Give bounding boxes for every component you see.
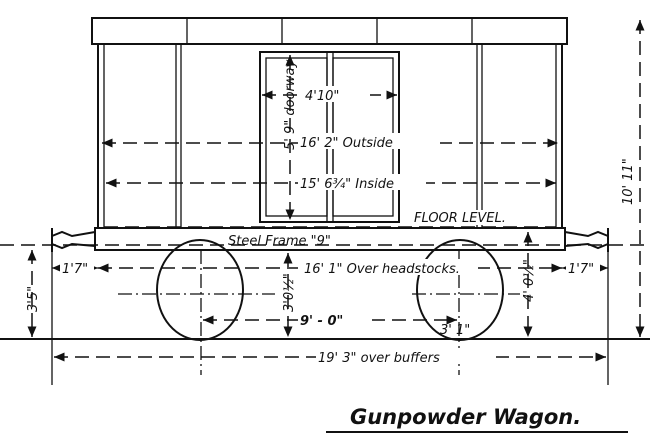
roof: [91, 17, 568, 45]
steel-frame-label: Steel Frame "9": [228, 234, 331, 249]
left-buffer-length-label: 1'7": [62, 262, 88, 277]
frame-height-label: 3'0½": [282, 273, 297, 312]
drawing-title: Gunpowder Wagon.: [350, 405, 581, 429]
floor-height-label: 4' 0½": [522, 259, 537, 302]
outside-length-label: 16' 2" Outside: [300, 136, 393, 151]
door-width-label: 4'10": [305, 89, 339, 104]
buffer-height-label: 3'5": [26, 286, 41, 312]
over-buffers-label: 19' 3" over buffers: [318, 351, 440, 366]
floor-level-label: FLOOR LEVEL.: [414, 211, 506, 226]
left-wheel: [156, 239, 244, 341]
inside-length-label: 15' 6¾" Inside: [300, 177, 394, 192]
doorway-height-label: 5' 9" doorway: [283, 60, 298, 150]
dimension-lines: [0, 20, 650, 385]
total-height-label: 10' 11": [621, 158, 636, 205]
over-headstocks-label: 16' 1" Over headstocks.: [304, 262, 460, 277]
right-buffer-length-label: 1'7": [568, 262, 594, 277]
wheelbase-label: 9' - 0": [300, 314, 343, 329]
wheel-diameter-label: 3' 1": [440, 323, 470, 338]
